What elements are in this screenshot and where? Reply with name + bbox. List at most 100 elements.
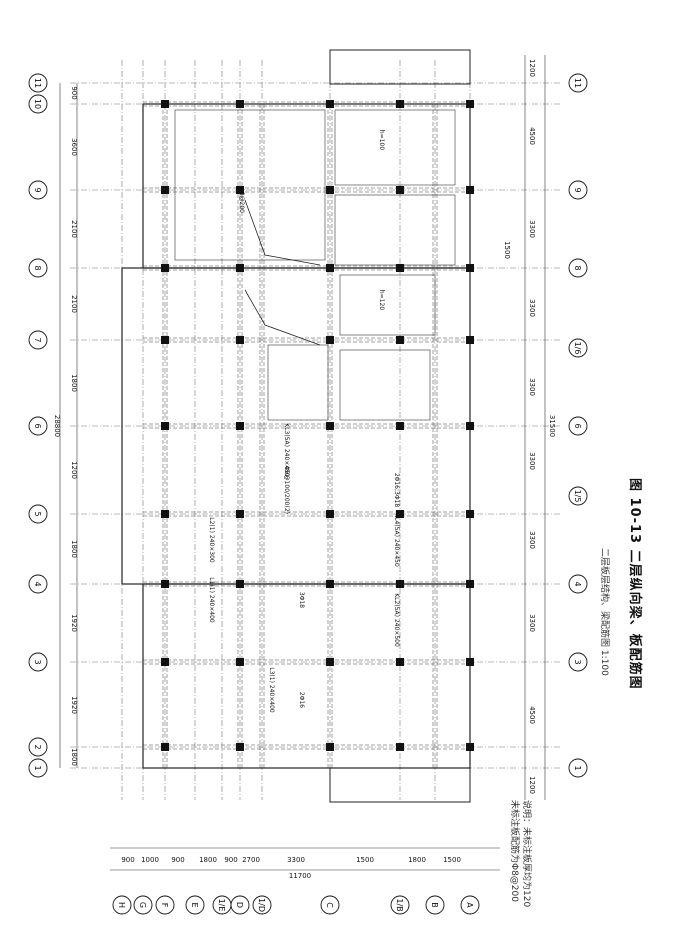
beam-label: L1(1) 240×400	[208, 577, 215, 623]
column	[161, 743, 169, 751]
dim-value: 1500	[503, 241, 511, 259]
axis-bubble: 5	[28, 504, 48, 524]
axis-label: 9	[33, 187, 42, 192]
column	[396, 186, 404, 194]
column	[466, 510, 474, 518]
column	[466, 580, 474, 588]
bubble-circle	[28, 258, 48, 278]
bubble-circle	[568, 574, 588, 594]
axis-bubble: 1/E	[212, 895, 232, 915]
axis-bubble: 6	[28, 416, 48, 436]
beam-label: KL4(5A) 240×450	[393, 513, 400, 567]
column	[396, 264, 404, 272]
column	[466, 422, 474, 430]
axis-label: 4	[573, 581, 582, 586]
dim-value: 900	[224, 856, 237, 864]
bubble-circle	[28, 416, 48, 436]
bubble-circle	[155, 895, 175, 915]
axis-bubble: C	[320, 895, 340, 915]
bubble-circle	[568, 338, 588, 358]
axis-bubble: G	[133, 895, 153, 915]
dim-value: 4500	[528, 127, 536, 145]
dim-value: 3300	[528, 614, 536, 632]
dim-total: 31500	[548, 415, 556, 437]
axis-bubble: 1/B	[390, 895, 410, 915]
dim-value: 900	[121, 856, 134, 864]
column	[236, 580, 244, 588]
column	[236, 264, 244, 272]
slab-outline	[334, 194, 456, 266]
column	[326, 100, 334, 108]
columns	[161, 100, 474, 751]
axis-label: 5	[33, 511, 42, 516]
bubble-circle	[28, 180, 48, 200]
column	[236, 510, 244, 518]
bubble-circle	[252, 895, 272, 915]
axis-label: 6	[573, 423, 582, 428]
bubble-circle	[28, 574, 48, 594]
bubble-circle	[390, 895, 410, 915]
axis-label: 7	[33, 337, 42, 342]
column	[161, 422, 169, 430]
bubble-circle	[28, 737, 48, 757]
axis-label: 2	[33, 744, 42, 749]
beam-label: 3Φ18	[298, 592, 305, 608]
note-line: 说明：未标注板厚均为120	[521, 800, 531, 908]
dim-value: 4500	[528, 706, 536, 724]
wall-outline	[142, 583, 471, 769]
column	[326, 580, 334, 588]
stair-line	[244, 289, 321, 346]
dimension-lines: 9003600210021001800120018001920192018002…	[53, 55, 556, 880]
bubble-circle	[425, 895, 445, 915]
note-line: 未标注板配筋为Φ8@200	[509, 800, 519, 902]
bubble-circle	[28, 758, 48, 778]
axis-bubble: 9	[568, 180, 588, 200]
axis-bubble: 1/D	[252, 895, 272, 915]
bubble-circle	[568, 416, 588, 436]
dim-value: 3300	[528, 378, 536, 396]
dim-value: 1920	[70, 614, 78, 632]
axis-bubble: H	[112, 895, 132, 915]
axis-label: 9	[573, 187, 582, 192]
wall-outline	[142, 103, 471, 269]
column	[326, 743, 334, 751]
beam-label: Φ8@100/200(2)	[283, 466, 290, 514]
column	[326, 186, 334, 194]
bubble-circle	[568, 652, 588, 672]
axis-label: 1/B	[395, 898, 404, 911]
column	[466, 336, 474, 344]
axis-label: 10	[33, 99, 42, 109]
bubble-circle	[568, 73, 588, 93]
axis-bubble: 9	[28, 180, 48, 200]
dim-value: 1200	[528, 59, 536, 77]
slab-outline	[267, 344, 329, 421]
dim-value: 1800	[408, 856, 426, 864]
column	[161, 264, 169, 272]
axis-bubble: 4	[28, 574, 48, 594]
stair-line	[244, 199, 321, 266]
dim-value: 1800	[70, 374, 78, 392]
bubble-circle	[320, 895, 340, 915]
column	[466, 186, 474, 194]
bubble-circle	[185, 895, 205, 915]
dim-value: 3300	[287, 856, 305, 864]
drawing-note: 说明：未标注板厚均为120 未标注板配筋为Φ8@200	[508, 800, 532, 907]
column	[236, 658, 244, 666]
axis-label: E	[190, 902, 199, 907]
column	[161, 100, 169, 108]
axis-bubble: 6	[568, 416, 588, 436]
slab-outline	[339, 349, 431, 421]
bubble-circle	[28, 94, 48, 114]
axis-label: H	[117, 902, 126, 908]
column	[396, 743, 404, 751]
dim-value: 1200	[70, 461, 78, 479]
column	[161, 658, 169, 666]
dim-value: 3600	[70, 138, 78, 156]
dim-value: 1500	[443, 856, 461, 864]
bubble-circle	[460, 895, 480, 915]
bubble-circle	[568, 758, 588, 778]
column	[396, 510, 404, 518]
axis-label: C	[325, 902, 334, 908]
